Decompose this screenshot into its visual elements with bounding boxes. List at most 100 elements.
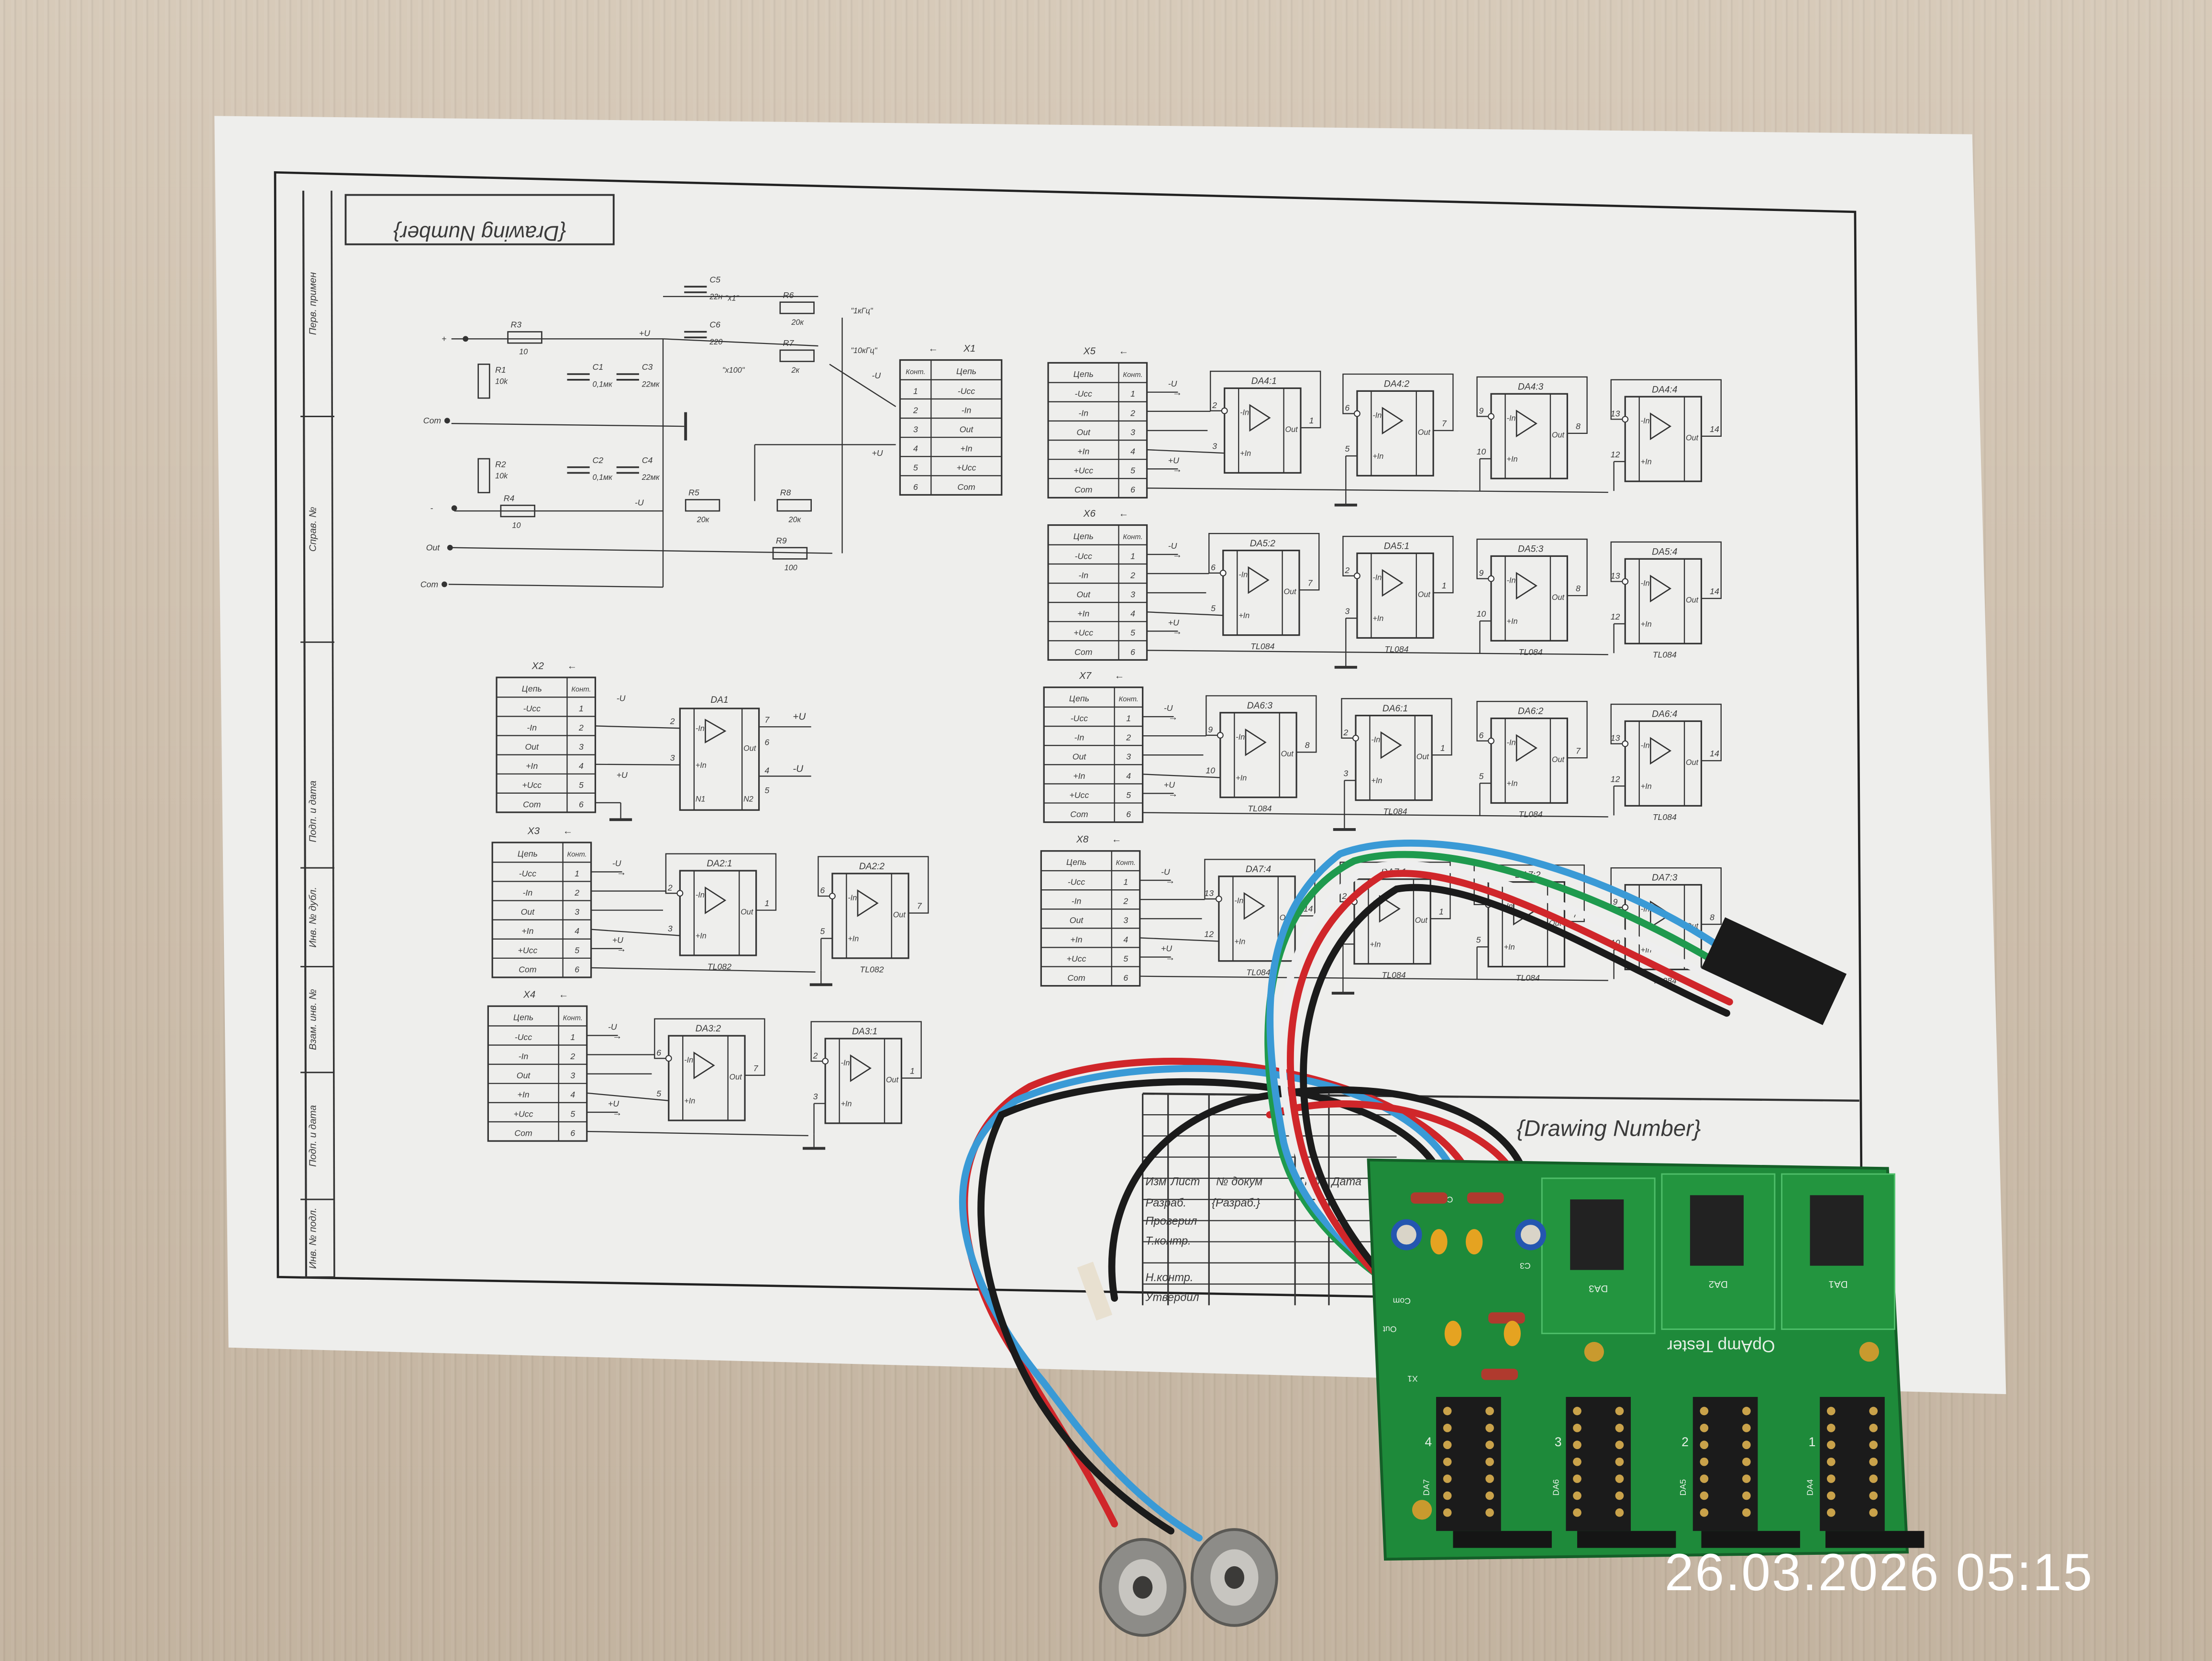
socket-pin bbox=[1443, 1457, 1452, 1466]
component-ref: R9 bbox=[776, 536, 787, 545]
table-net-cell: -Ucc bbox=[515, 1032, 532, 1042]
rail-label: +U bbox=[793, 711, 806, 722]
terminal-dot bbox=[444, 418, 450, 424]
pin-number: 12 bbox=[1611, 774, 1620, 784]
component-ref: C2 bbox=[593, 455, 604, 465]
inversion-bubble-icon bbox=[829, 893, 836, 900]
table-net-cell: Com bbox=[957, 482, 975, 492]
opamp-triangle-icon bbox=[1248, 566, 1270, 594]
opamp-pin-noninv: +In bbox=[1372, 614, 1383, 623]
inversion-bubble-icon bbox=[1353, 572, 1360, 579]
table-pin-cell: 3 bbox=[579, 742, 584, 752]
component-value: 0,1мк bbox=[593, 380, 613, 389]
opamp-pin-noninv: +In bbox=[1239, 611, 1250, 620]
table-net-cell: Com bbox=[1067, 973, 1085, 983]
table-pin-cell: 2 bbox=[1130, 570, 1135, 580]
socket-pin bbox=[1485, 1491, 1494, 1500]
table-net-cell: -Ucc bbox=[1071, 713, 1088, 723]
connector-label: X3 bbox=[527, 825, 540, 836]
rail-label: -U bbox=[872, 371, 881, 380]
component-value: 20к bbox=[697, 516, 710, 524]
component-value: 10k bbox=[495, 472, 508, 480]
title-block-row-label: Утвердил bbox=[1145, 1291, 1199, 1303]
socket-number: 1 bbox=[1809, 1435, 1816, 1449]
opamp-pin-inv: -In bbox=[696, 724, 705, 733]
component-ref: C6 bbox=[709, 320, 720, 330]
table-net-cell: +Ucc bbox=[1067, 954, 1086, 963]
rail-label: +U bbox=[639, 328, 650, 338]
socket-pin bbox=[1615, 1457, 1624, 1466]
arrow-right-icon: → bbox=[1165, 952, 1175, 963]
opamp-pin-inv: -In bbox=[1371, 736, 1380, 744]
socket-pin bbox=[1826, 1491, 1836, 1500]
opamp-pin-out: Out bbox=[1281, 750, 1294, 758]
wire-com bbox=[591, 967, 816, 973]
pin-number: 8 bbox=[1576, 421, 1581, 431]
opamp-part: TL084 bbox=[1653, 650, 1677, 660]
socket-pin bbox=[1742, 1424, 1751, 1432]
drawing-number-mirrored: {Drawing Number} bbox=[393, 221, 566, 244]
opamp-triangle-icon bbox=[1649, 412, 1672, 441]
terminal-label: Com bbox=[423, 416, 441, 425]
table-net-cell: -In bbox=[527, 723, 537, 732]
inversion-bubble-icon bbox=[676, 890, 684, 897]
pin-number: 2 bbox=[1343, 728, 1348, 737]
table-pin-cell: 1 bbox=[913, 386, 918, 396]
feedback-wire bbox=[1473, 864, 1585, 922]
socket-pin bbox=[1573, 1457, 1582, 1466]
table-pin-cell: 3 bbox=[1130, 427, 1135, 437]
table-pin-cell: 1 bbox=[1130, 389, 1135, 399]
feedback-wire bbox=[665, 853, 777, 911]
table-header-pin: Конт. bbox=[906, 368, 925, 376]
component-ref: C1 bbox=[593, 362, 604, 372]
pin-number: 2 bbox=[1212, 400, 1217, 410]
standoff bbox=[1412, 1500, 1432, 1520]
table-header-net: Цепь bbox=[1066, 857, 1086, 867]
table-header-pin: Конт. bbox=[1123, 371, 1142, 379]
cable-wire bbox=[1287, 870, 1733, 1358]
table-net-cell: Com bbox=[519, 964, 536, 974]
table-net-cell: Com bbox=[1070, 809, 1088, 819]
opamp-pin-inv: -In bbox=[1641, 579, 1650, 587]
connector-label: X8 bbox=[1076, 834, 1089, 845]
connector-arrow-icon: ← bbox=[1115, 670, 1125, 681]
table-header-pin: Конт. bbox=[563, 1015, 583, 1022]
opamp-triangle-icon bbox=[1515, 410, 1537, 438]
pin-number: 5 bbox=[1476, 935, 1481, 944]
table-net-cell: -Ucc bbox=[1075, 551, 1093, 561]
arrow-right-icon: → bbox=[1168, 711, 1178, 722]
wire-noninv bbox=[595, 764, 680, 766]
switch-label: "x1" bbox=[725, 294, 740, 303]
opamp-pin-inv: -In bbox=[1641, 417, 1650, 425]
component-value: 220 bbox=[709, 338, 722, 346]
feedback-wire bbox=[1476, 538, 1588, 597]
component-value: 20к bbox=[788, 516, 801, 524]
opamp-pin-noninv: +In bbox=[1234, 937, 1245, 946]
ceramic-capacitor bbox=[1444, 1320, 1462, 1346]
component-value: 10 bbox=[519, 348, 528, 356]
ceramic-capacitor bbox=[1430, 1229, 1448, 1255]
table-pin-cell: 1 bbox=[575, 869, 579, 878]
pin-number: 1 bbox=[1442, 581, 1447, 590]
pin-number: 4 bbox=[764, 766, 769, 775]
table-net-cell: -In bbox=[1074, 733, 1084, 742]
table-net-cell: +In bbox=[521, 926, 533, 936]
socket-pin bbox=[1485, 1474, 1494, 1483]
socket-label: DA1 bbox=[1828, 1279, 1847, 1290]
opamp-triangle-icon bbox=[1382, 407, 1404, 435]
socket-pin bbox=[1485, 1457, 1494, 1466]
com-wire bbox=[448, 584, 664, 588]
pin-number: 3 bbox=[813, 1092, 818, 1101]
side-stamp-label: Справ. № bbox=[308, 507, 319, 552]
table-pin-cell: 2 bbox=[570, 1052, 575, 1061]
pin-number: 14 bbox=[1710, 749, 1719, 758]
cables bbox=[959, 840, 1847, 1542]
socket-pin bbox=[1573, 1424, 1582, 1432]
pcb-silk-label: Out bbox=[1383, 1325, 1397, 1334]
socket-pin bbox=[1742, 1457, 1751, 1466]
title-block-header: Лист bbox=[1170, 1175, 1200, 1188]
drawing-number-title: {Drawing Number} bbox=[1516, 1115, 1701, 1141]
table-header-net: Цепь bbox=[513, 1013, 533, 1022]
opamp-pin-out: Out bbox=[1284, 587, 1297, 596]
table-net-cell: +In bbox=[526, 761, 538, 771]
